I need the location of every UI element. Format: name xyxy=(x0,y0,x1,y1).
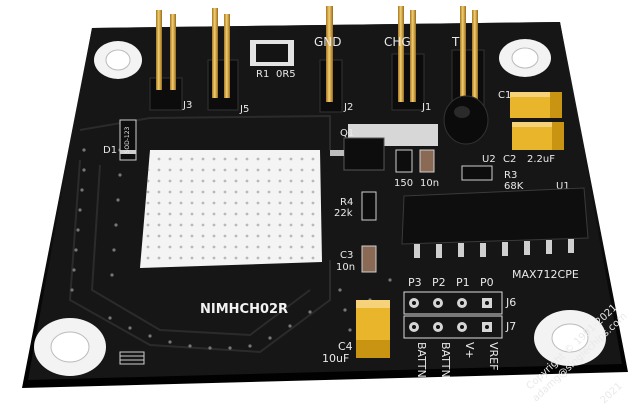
label-j1: J1 xyxy=(421,102,431,113)
label-vref: VREF xyxy=(487,342,500,370)
label-p2: P2 xyxy=(432,276,446,289)
label-p3: P3 xyxy=(408,276,422,289)
header-j6-pads xyxy=(403,291,503,315)
label-c3-value: 10n xyxy=(336,262,355,273)
label-u2: U2 xyxy=(482,154,496,165)
copper-heatsink-pad xyxy=(140,150,322,268)
resistor-r4 xyxy=(361,191,377,221)
mounting-hole-bottom-left xyxy=(34,318,106,376)
label-top-chg: CHG xyxy=(384,35,411,49)
label-j7: J7 xyxy=(505,320,516,333)
label-r1-value: 0R5 xyxy=(276,69,296,80)
capacitor-c4-tantalum xyxy=(356,300,390,358)
header-j2 xyxy=(319,6,343,113)
label-r4: R4 xyxy=(340,197,353,208)
label-r1: R1 xyxy=(256,69,269,80)
capacitor-c1-tantalum xyxy=(510,92,562,118)
label-c4-value: 10uF xyxy=(322,352,349,365)
label-j3: J3 xyxy=(182,100,192,111)
label-r4-value: 22k xyxy=(334,208,353,219)
header-j5 xyxy=(207,8,239,111)
label-j2: J2 xyxy=(343,102,353,113)
label-j5: J5 xyxy=(239,104,249,115)
label-c2-value: 2.2uF xyxy=(527,154,555,165)
capacitor-c2-tantalum xyxy=(512,122,564,150)
label-r3-value: 68K xyxy=(504,181,524,192)
capacitor-c3 xyxy=(361,245,377,273)
label-u1: U1 xyxy=(556,181,570,192)
header-j1 xyxy=(391,6,425,111)
label-r150: 150 xyxy=(394,178,413,189)
trace-outlines xyxy=(68,114,331,354)
label-top-gnd: GND xyxy=(314,35,342,49)
label-battn-2: BATTN xyxy=(439,342,452,378)
label-j6: J6 xyxy=(505,296,516,309)
label-c3: C3 xyxy=(340,250,353,261)
label-vplus: V+ xyxy=(463,342,476,359)
mounting-holes xyxy=(34,39,606,376)
label-r3: R3 xyxy=(504,170,517,181)
label-c4: C4 xyxy=(338,340,353,353)
vias xyxy=(70,148,392,350)
mounting-hole-top-right xyxy=(499,39,551,77)
label-battn-1: BATTN xyxy=(415,342,428,378)
label-p0: P0 xyxy=(480,276,494,289)
label-top-t: T xyxy=(451,35,460,49)
label-ic-name: MAX712CPE xyxy=(512,268,579,281)
capacitor-10n-top xyxy=(419,149,435,173)
diode-mark-label: SOD-123 xyxy=(124,126,131,153)
copyright-year: 2021 xyxy=(599,381,625,406)
resistor-r3 xyxy=(461,165,493,181)
label-c10n-top: 10n xyxy=(420,178,439,189)
flag-mark xyxy=(119,351,145,365)
diode-d1: SOD-123 xyxy=(119,119,137,161)
ic-u1-max712 xyxy=(401,187,589,258)
label-d1: D1 xyxy=(103,145,117,156)
board-title: NIMHCH02R xyxy=(200,302,288,317)
regulator-u2 xyxy=(443,95,489,145)
label-q1: Q1 xyxy=(340,128,354,139)
mounting-hole-bottom-right xyxy=(534,310,606,366)
header-j7-pads xyxy=(403,315,503,339)
label-c1: C1 xyxy=(498,90,511,101)
header-j3 xyxy=(149,10,183,111)
resistor-r1 xyxy=(250,40,294,66)
label-p1: P1 xyxy=(456,276,470,289)
resistor-150 xyxy=(395,149,413,173)
label-c2: C2 xyxy=(503,154,516,165)
mounting-hole-top-left xyxy=(94,41,142,79)
header-top-right xyxy=(451,6,485,111)
transistor-q1 xyxy=(330,124,438,171)
